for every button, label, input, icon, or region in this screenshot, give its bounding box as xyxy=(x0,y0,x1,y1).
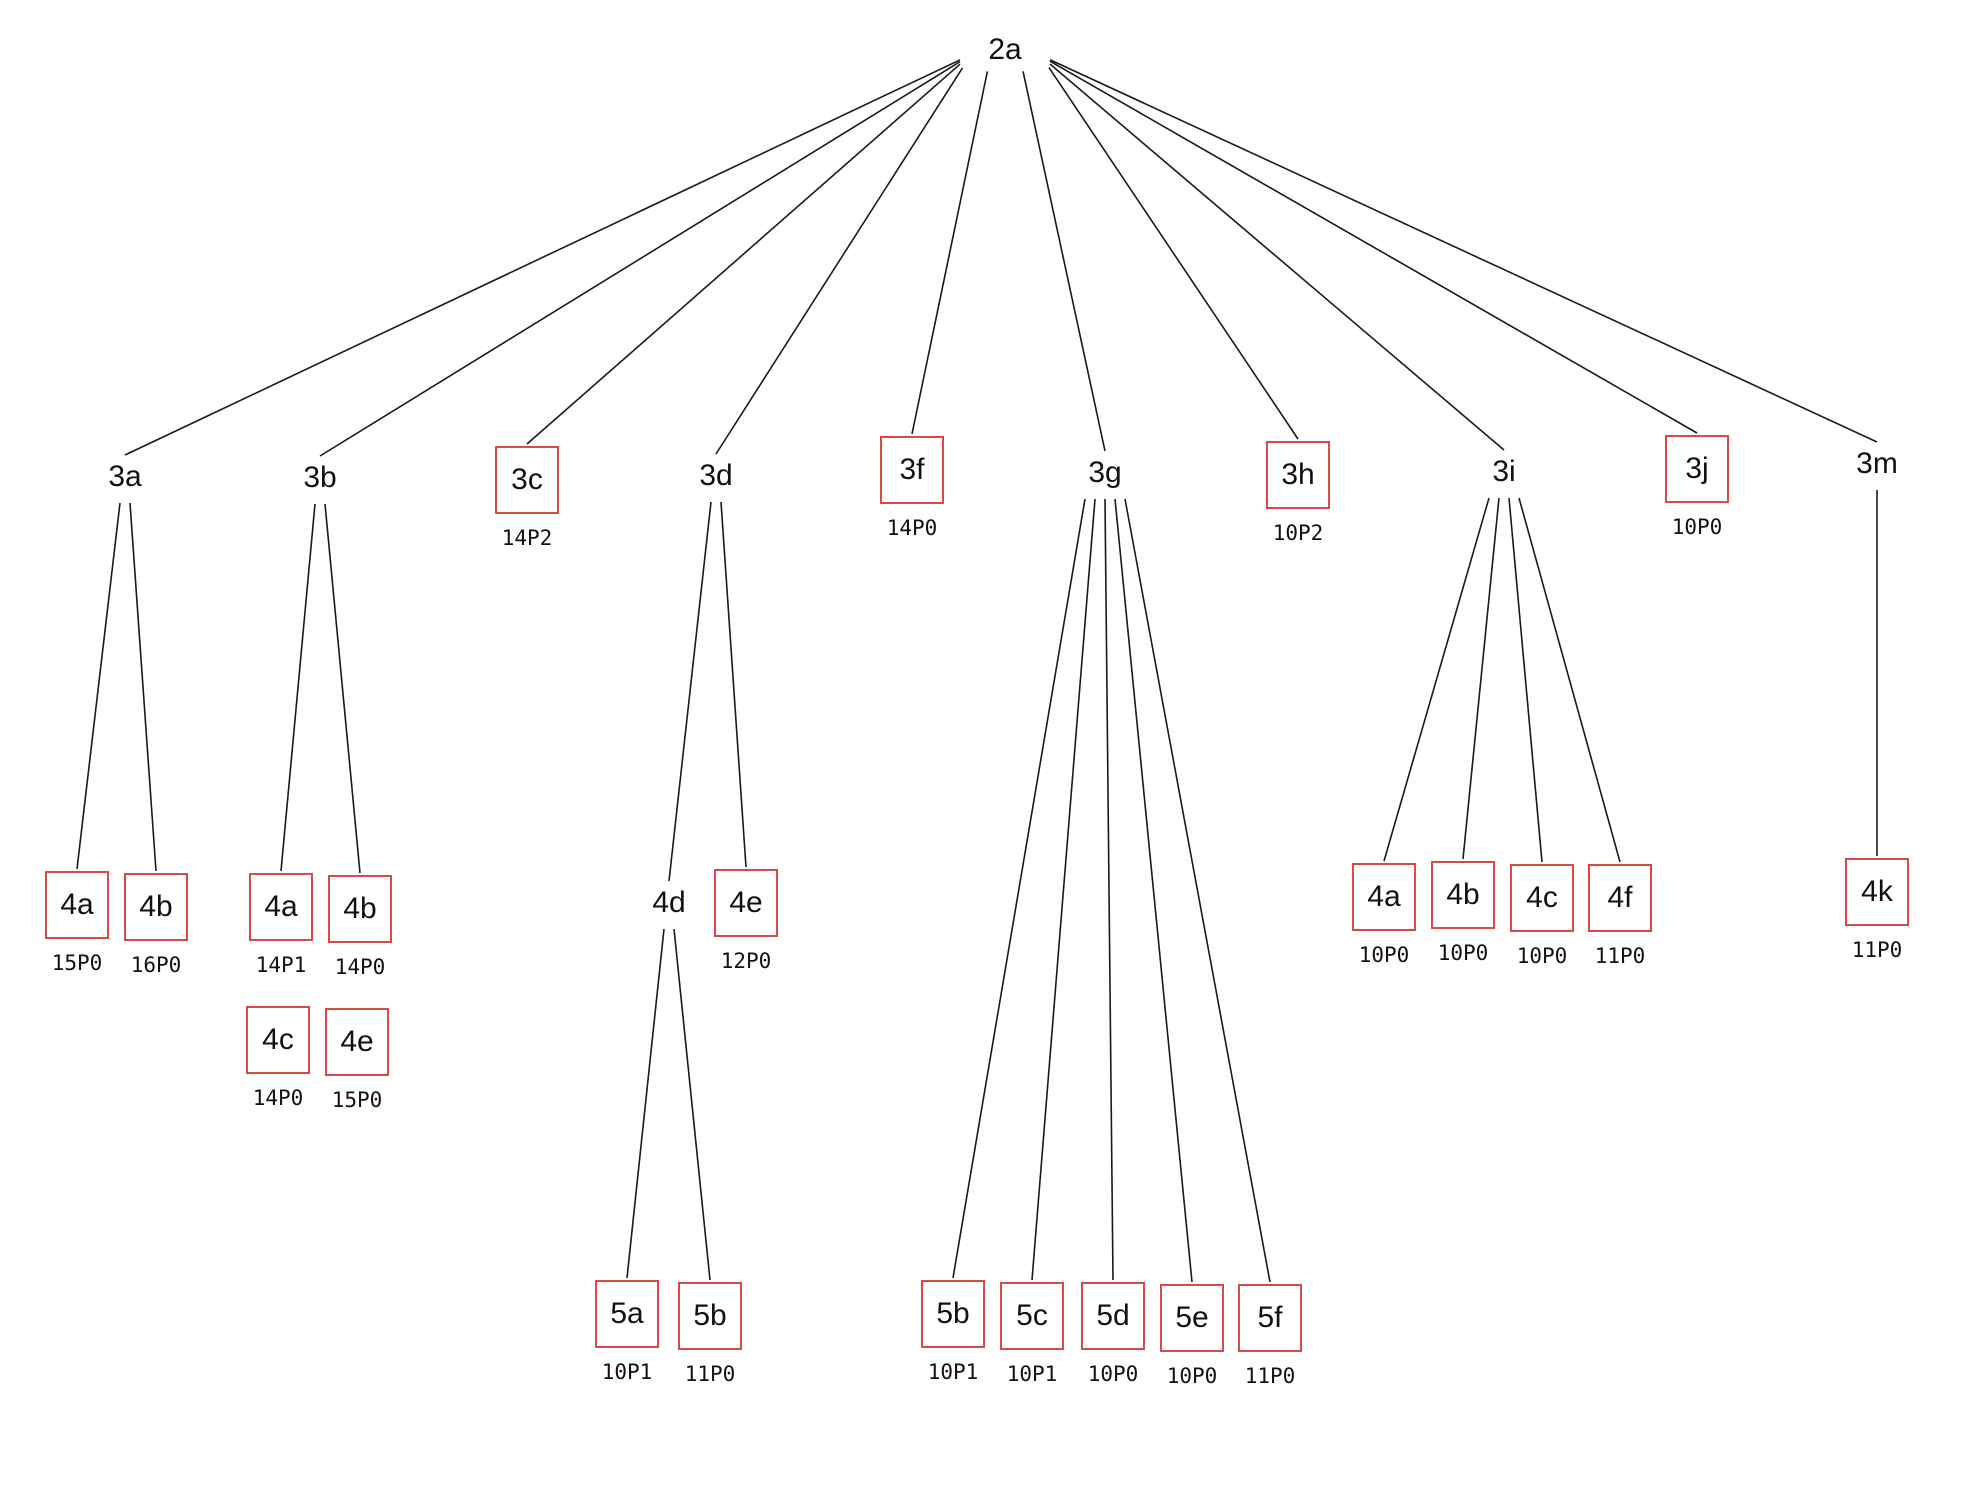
node-3j-code: 10P0 xyxy=(1671,515,1723,539)
node-3c-code: 14P2 xyxy=(501,526,553,550)
node-4c: 4c xyxy=(246,1006,310,1074)
node-4a-code: 10P0 xyxy=(1358,943,1410,967)
node-3b: 3b xyxy=(303,461,337,494)
node-4f-code: 11P0 xyxy=(1594,944,1646,968)
node-3c: 3c xyxy=(495,446,559,514)
node-4k-code: 11P0 xyxy=(1851,938,1903,962)
edge-n2a-n3f xyxy=(911,71,989,435)
node-5f-code: 11P0 xyxy=(1244,1364,1296,1388)
node-4a-code: 15P0 xyxy=(51,951,103,975)
node-4d: 4d xyxy=(652,886,686,919)
node-5a: 5a xyxy=(595,1280,659,1348)
node-4e-code: 12P0 xyxy=(720,949,772,973)
node-3j: 3j xyxy=(1665,435,1729,503)
node-5b: 5b xyxy=(921,1280,985,1348)
node-5e-code: 10P0 xyxy=(1166,1364,1218,1388)
node-5d-code: 10P0 xyxy=(1087,1362,1139,1386)
node-4a: 4a xyxy=(249,873,313,941)
edge-n3g-n3g_5d xyxy=(1104,498,1114,1281)
node-4b: 4b xyxy=(1431,861,1495,929)
edge-n2a-n3j xyxy=(1049,60,1698,434)
edge-n2a-n3a xyxy=(124,59,961,456)
edge-n3d-n3d_4e xyxy=(720,501,747,868)
node-5c: 5c xyxy=(1000,1282,1064,1350)
edge-n2a-n3m xyxy=(1049,59,1878,443)
node-3d: 3d xyxy=(699,459,733,492)
node-5b-code: 10P1 xyxy=(927,1360,979,1384)
node-3g: 3g xyxy=(1088,456,1122,489)
node-5c-code: 10P1 xyxy=(1006,1362,1058,1386)
edge-n3b-n3b_4a xyxy=(280,503,316,872)
node-3f-code: 14P0 xyxy=(886,516,938,540)
node-4e: 4e xyxy=(714,869,778,937)
node-4c-code: 14P0 xyxy=(252,1086,304,1110)
node-3i: 3i xyxy=(1492,455,1516,488)
node-5d: 5d xyxy=(1081,1282,1145,1350)
node-3a: 3a xyxy=(108,460,142,493)
edge-n3d-n3d_4d xyxy=(668,501,712,882)
edge-n3d_4d-n4d_5a xyxy=(626,928,665,1279)
node-4c-code: 10P0 xyxy=(1516,944,1568,968)
node-4b-code: 16P0 xyxy=(130,953,182,977)
node-3f: 3f xyxy=(880,436,944,504)
edge-n3g-n3g_5c xyxy=(1031,498,1096,1281)
node-4b-code: 10P0 xyxy=(1437,941,1489,965)
node-3h-code: 10P2 xyxy=(1272,521,1324,545)
edge-n2a-n3c xyxy=(526,63,961,445)
node-3h: 3h xyxy=(1266,441,1330,509)
node-4e-code: 15P0 xyxy=(331,1088,383,1112)
node-4a: 4a xyxy=(45,871,109,939)
edge-n3d_4d-n4d_5b xyxy=(673,928,711,1281)
edge-n2a-n3i xyxy=(1049,63,1505,451)
edge-n3b-n3b_4b xyxy=(324,503,361,874)
node-4a-code: 14P1 xyxy=(255,953,307,977)
edge-n3g-n3g_5f xyxy=(1124,498,1271,1283)
edge-n3i-n3i_4b xyxy=(1462,497,1500,860)
edge-n3i-n3i_4a xyxy=(1383,497,1490,862)
edge-n3i-n3i_4c xyxy=(1508,497,1543,863)
edge-n3a-n3a_4b xyxy=(129,502,157,872)
node-4f: 4f xyxy=(1588,864,1652,932)
edge-n2a-n3d xyxy=(715,67,964,455)
node-4b-code: 14P0 xyxy=(334,955,386,979)
node-5b: 5b xyxy=(678,1282,742,1350)
edge-n3g-n3g_5b xyxy=(952,498,1086,1279)
node-5f: 5f xyxy=(1238,1284,1302,1352)
node-4e: 4e xyxy=(325,1008,389,1076)
edge-n2a-n3b xyxy=(319,61,961,457)
edge-n2a-n3h xyxy=(1048,67,1299,440)
node-4c: 4c xyxy=(1510,864,1574,932)
node-5e: 5e xyxy=(1160,1284,1224,1352)
node-2a: 2a xyxy=(988,33,1022,66)
node-5a-code: 10P1 xyxy=(601,1360,653,1384)
edge-n3a-n3a_4a xyxy=(76,502,121,870)
edge-n2a-n3g xyxy=(1022,71,1106,452)
node-4b: 4b xyxy=(124,873,188,941)
node-4b: 4b xyxy=(328,875,392,943)
node-5b-code: 11P0 xyxy=(684,1362,736,1386)
node-4k: 4k xyxy=(1845,858,1909,926)
node-4a: 4a xyxy=(1352,863,1416,931)
edge-n3i-n3i_4f xyxy=(1518,497,1621,863)
node-3m: 3m xyxy=(1856,447,1898,480)
edge-n3g-n3g_5e xyxy=(1114,498,1193,1283)
